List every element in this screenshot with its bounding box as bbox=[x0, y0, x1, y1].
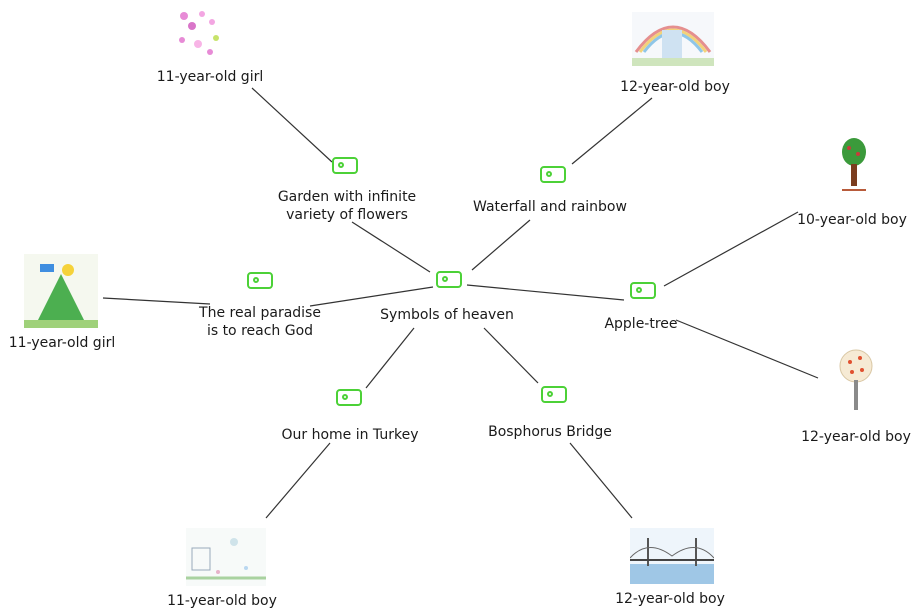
author-label-paradise: 11-year-old girl bbox=[8, 335, 116, 351]
theme-label-bridge: Bosphorus Bridge bbox=[480, 423, 620, 441]
edge-bridge-author bbox=[569, 442, 633, 519]
author-label-waterfall: 12-year-old boy bbox=[620, 79, 730, 95]
theme-label-home: Our home in Turkey bbox=[270, 426, 430, 444]
theme-bridge-line1: Bosphorus Bridge bbox=[488, 424, 612, 440]
drawing-appletree-1-thumbnail bbox=[842, 138, 866, 191]
drawing-bridge-thumbnail bbox=[630, 528, 714, 584]
tag-icon-garden bbox=[332, 157, 358, 174]
edge-center-waterfall bbox=[471, 219, 531, 271]
tag-icon-bridge bbox=[541, 386, 567, 403]
theme-garden-line1: Garden with infinite bbox=[277, 189, 417, 205]
theme-label-garden: Garden with infinite variety of flowers bbox=[272, 188, 422, 224]
edge-waterfall-author bbox=[571, 97, 653, 165]
theme-garden-line2: variety of flowers bbox=[286, 207, 408, 223]
tag-icon-waterfall bbox=[540, 166, 566, 183]
edge-apple-author1 bbox=[663, 211, 799, 287]
edge-apple-author2 bbox=[675, 319, 819, 379]
edge-center-bridge bbox=[483, 327, 539, 384]
edge-center-home bbox=[365, 327, 415, 389]
edge-paradise-author bbox=[102, 297, 211, 305]
drawing-appletree-2-thumbnail bbox=[839, 349, 873, 410]
edge-garden-author bbox=[251, 87, 333, 163]
theme-label-apple: Apple-tree bbox=[596, 315, 686, 333]
edge-home-author bbox=[265, 442, 331, 519]
theme-paradise-line1: The real paradise bbox=[199, 305, 321, 321]
author-label-apple-1: 10-year-old boy bbox=[797, 212, 907, 228]
theme-waterfall-line1: Waterfall and rainbow bbox=[473, 199, 627, 215]
tag-icon-home bbox=[336, 389, 362, 406]
drawing-flowers-thumbnail bbox=[179, 11, 219, 55]
theme-label-paradise: The real paradise is to reach God bbox=[190, 304, 330, 340]
drawing-paradise-thumbnail bbox=[24, 254, 98, 328]
tag-icon-paradise bbox=[247, 272, 273, 289]
author-label-home: 11-year-old boy bbox=[167, 593, 277, 609]
center-label: Symbols of heaven bbox=[380, 307, 514, 323]
tag-icon-center bbox=[436, 271, 462, 288]
drawing-home-thumbnail bbox=[186, 528, 266, 586]
theme-paradise-line2: is to reach God bbox=[206, 323, 314, 339]
author-label-garden: 11-year-old girl bbox=[156, 69, 264, 85]
theme-home-line1: Our home in Turkey bbox=[281, 427, 419, 443]
theme-apple-line1: Apple-tree bbox=[604, 316, 678, 332]
author-label-bridge: 12-year-old boy bbox=[615, 591, 725, 607]
tag-icon-apple bbox=[630, 282, 656, 299]
edge-center-apple bbox=[466, 284, 625, 301]
theme-label-waterfall: Waterfall and rainbow bbox=[470, 198, 630, 216]
drawing-waterfall-thumbnail bbox=[632, 12, 714, 66]
author-label-apple-2: 12-year-old boy bbox=[801, 429, 911, 445]
edge-center-paradise bbox=[309, 286, 434, 307]
edge-center-garden bbox=[351, 221, 431, 273]
